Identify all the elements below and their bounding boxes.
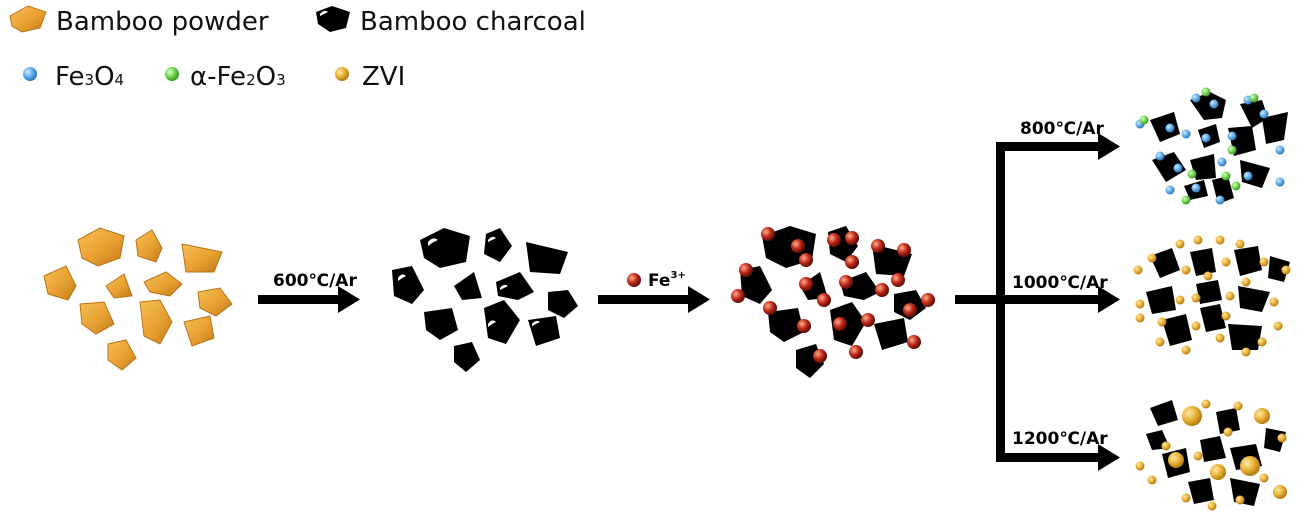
product-1000-cluster <box>1133 235 1291 357</box>
legend-label-fe3o4: Fe3O4 <box>55 62 124 92</box>
carbonization-arrow: 600℃/Ar <box>258 271 360 313</box>
bamboo-powder-icon <box>9 5 47 33</box>
bamboo-charcoal-cluster <box>392 228 578 372</box>
zvi-particles-1000 <box>1133 235 1291 357</box>
branch-1200-label: 1200℃/Ar <box>1012 429 1108 449</box>
legend: Bamboo powder Bamboo charcoal Fe3O4 α-Fe… <box>9 5 586 92</box>
zvi-particles-1200 <box>1135 399 1287 511</box>
charcoal-highlights <box>398 236 540 327</box>
afe2o3-dot-icon <box>165 67 179 81</box>
bamboo-powder-cluster <box>43 227 233 371</box>
product-1200-cluster <box>1135 399 1287 511</box>
fe3o4-dot-icon <box>23 67 37 81</box>
legend-label-bamboo-charcoal: Bamboo charcoal <box>360 7 586 37</box>
branch-arrows <box>955 133 1120 471</box>
legend-label-afe2o3: α-Fe2O3 <box>190 62 286 92</box>
branch-800-label: 800℃/Ar <box>1020 119 1104 139</box>
fe3-dot-icon <box>627 273 641 287</box>
carbonization-label: 600℃/Ar <box>273 271 357 291</box>
branch-1000-label: 1000℃/Ar <box>1012 273 1108 293</box>
iron-loading-arrow: Fe3+ <box>598 270 710 313</box>
legend-label-bamboo-powder: Bamboo powder <box>56 7 269 37</box>
product-800-cluster <box>1135 87 1288 205</box>
iron-loading-label: Fe3+ <box>648 270 686 291</box>
afe2o3-particles <box>1139 87 1259 205</box>
fe-loaded-charcoal-cluster <box>731 226 935 378</box>
legend-label-zvi: ZVI <box>362 62 405 92</box>
zvi-dot-icon <box>335 67 349 81</box>
fe3-particles <box>731 227 935 363</box>
bamboo-charcoal-icon <box>316 6 350 32</box>
